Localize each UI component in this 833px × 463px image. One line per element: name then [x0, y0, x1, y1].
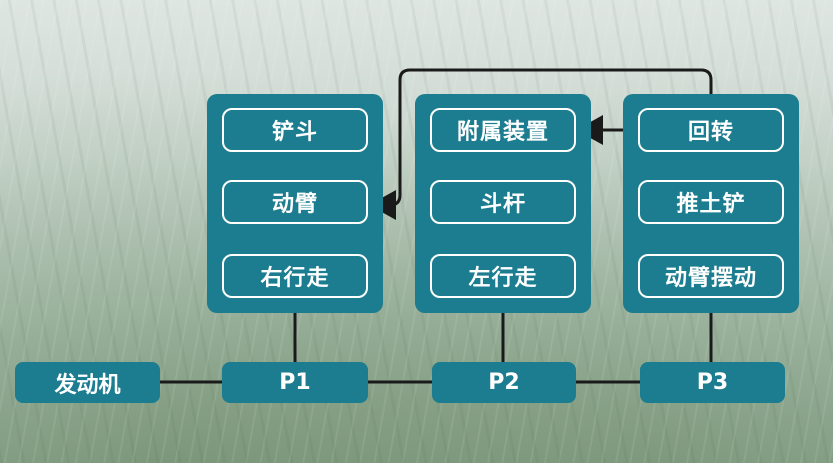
valve-group-2: 附属装置 斗杆 左行走: [415, 94, 591, 313]
pump-p2: P2: [432, 362, 576, 403]
item-right-travel: 右行走: [222, 254, 368, 298]
item-bucket: 铲斗: [222, 108, 368, 152]
item-boom: 动臂: [222, 180, 368, 224]
item-arm: 斗杆: [430, 180, 576, 224]
item-left-travel: 左行走: [430, 254, 576, 298]
item-boom-swing: 动臂摆动: [638, 254, 784, 298]
arrow-rotate-to-boom: [369, 68, 713, 220]
engine-box: 发动机: [15, 362, 160, 403]
valve-group-3: 回转 推土铲 动臂摆动: [623, 94, 799, 313]
item-rotate: 回转: [638, 108, 784, 152]
pump-p3: P3: [640, 362, 785, 403]
item-attachment: 附属装置: [430, 108, 576, 152]
valve-group-1: 铲斗 动臂 右行走: [207, 94, 383, 313]
pump-p1: P1: [222, 362, 368, 403]
item-dozer-blade: 推土铲: [638, 180, 784, 224]
